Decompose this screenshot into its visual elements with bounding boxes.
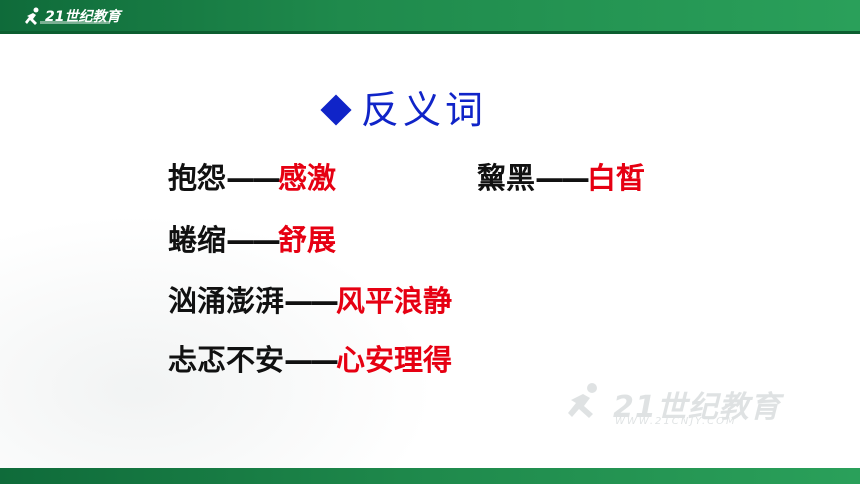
pair-word: 忐忑不安 xyxy=(168,343,285,377)
pair-word: 蜷缩 xyxy=(168,223,227,257)
antonym-pair: 抱怨 —— 感激 xyxy=(168,158,336,198)
runner-logo-icon xyxy=(25,7,39,25)
pair-word: 汹涌澎湃 xyxy=(168,284,285,318)
logo-text: 21世纪教育 xyxy=(45,9,121,25)
watermark-runner-icon xyxy=(568,383,597,418)
pair-antonym: 白皙 xyxy=(587,161,646,195)
pair-word: 黧黑 xyxy=(477,161,536,195)
footer-bar xyxy=(0,468,860,484)
pair-antonym: 感激 xyxy=(278,161,337,195)
pair-word: 抱怨 xyxy=(168,161,227,195)
diamond-bullet-icon xyxy=(320,94,352,126)
pair-dash: —— xyxy=(284,343,339,377)
pair-antonym: 心安理得 xyxy=(336,343,453,377)
pair-dash: —— xyxy=(226,223,281,257)
pair-dash: —— xyxy=(284,284,339,318)
antonym-pair: 黧黑 —— 白皙 xyxy=(477,158,645,198)
watermark-url: WWW.21CNJY.COM xyxy=(615,416,737,427)
antonym-pair: 蜷缩 —— 舒展 xyxy=(168,220,336,260)
slide-title-text: 反义词 xyxy=(361,88,488,132)
watermark: 21世纪教育 WWW.21CNJY.COM xyxy=(565,380,815,430)
header-bar: 21世纪教育 xyxy=(0,0,860,34)
watermark-text: 21世纪教育 xyxy=(613,390,781,425)
background-book-decoration xyxy=(0,200,460,470)
pair-antonym: 舒展 xyxy=(278,223,337,257)
antonym-pair: 忐忑不安 —— 心安理得 xyxy=(168,340,452,380)
site-logo[interactable]: 21世纪教育 xyxy=(24,4,124,30)
antonym-pair: 汹涌澎湃 —— 风平浪静 xyxy=(168,281,452,321)
pair-dash: —— xyxy=(535,161,590,195)
slide-title: 反义词 xyxy=(320,84,488,136)
pair-dash: —— xyxy=(226,161,281,195)
logo-url-strip xyxy=(40,21,110,24)
pair-antonym: 风平浪静 xyxy=(336,284,453,318)
